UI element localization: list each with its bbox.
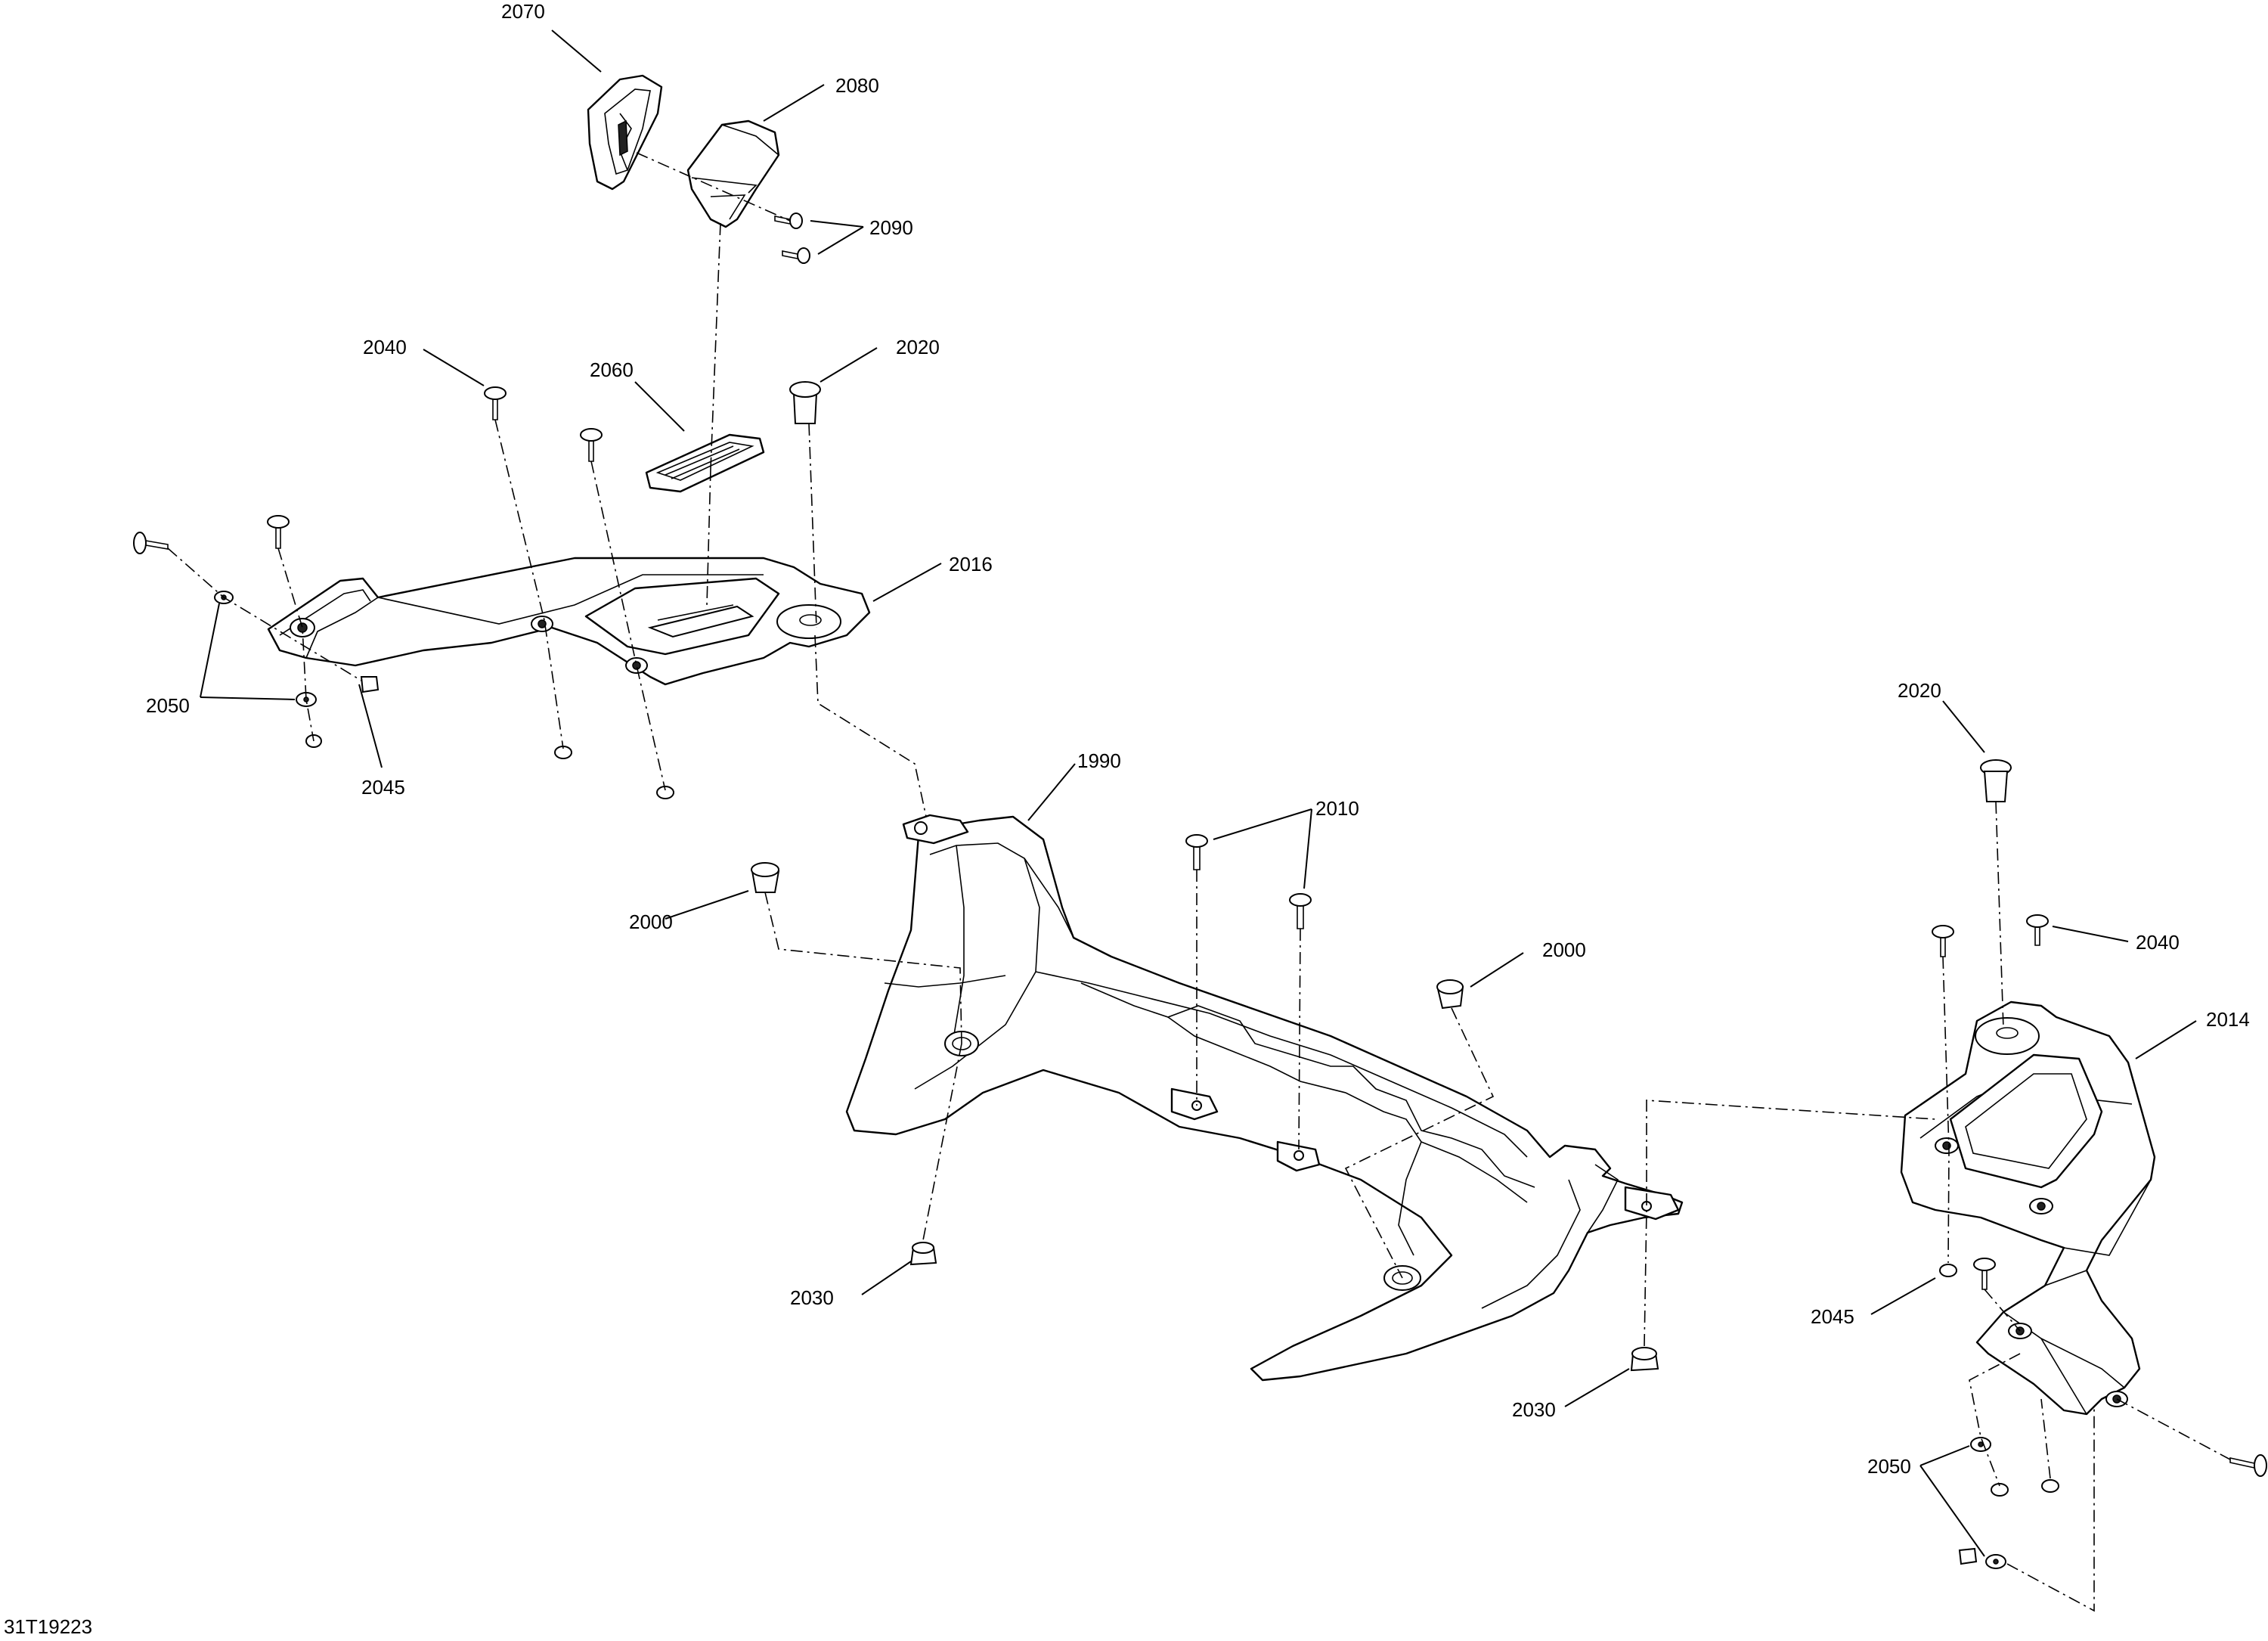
callout-2000-right: 2000: [1542, 938, 1586, 961]
callout-2030-left: 2030: [790, 1286, 834, 1309]
hardware: [133, 212, 2267, 1569]
pad-2060: [645, 433, 765, 493]
assembly-lines: [167, 152, 2231, 1612]
diagram-code: 31T19223: [4, 1615, 92, 1638]
callout-labels: 2070 2080 2090 2040 2060 2020 2016 2050 …: [146, 0, 2250, 1478]
callout-2000-left: 2000: [629, 910, 673, 933]
left-bracket: [267, 557, 871, 686]
callout-2020-right: 2020: [1898, 679, 1941, 702]
callout-2050-right: 2050: [1867, 1455, 1911, 1478]
callout-2045-left: 2045: [361, 776, 405, 799]
callout-2016: 2016: [949, 553, 993, 575]
callout-2060: 2060: [590, 358, 634, 381]
leader-lines: [200, 29, 2197, 1557]
callout-2014: 2014: [2206, 1008, 2250, 1031]
callout-2050-left: 2050: [146, 694, 190, 717]
callout-2040-left: 2040: [363, 336, 407, 358]
callout-2040-right: 2040: [2136, 931, 2180, 954]
cap-2080: [686, 119, 780, 228]
cap-2070: [587, 74, 663, 191]
right-bracket: [1900, 1000, 2156, 1416]
callout-1990: 1990: [1077, 749, 1121, 772]
center-support-bracket: [845, 814, 1684, 1382]
callout-2070: 2070: [501, 0, 545, 23]
callout-2010: 2010: [1315, 797, 1359, 820]
callout-2090: 2090: [869, 216, 913, 239]
callout-2020-left: 2020: [896, 336, 940, 358]
callout-2080: 2080: [835, 74, 879, 97]
callout-2045-right: 2045: [1811, 1305, 1854, 1328]
callout-2030-right: 2030: [1512, 1398, 1556, 1421]
